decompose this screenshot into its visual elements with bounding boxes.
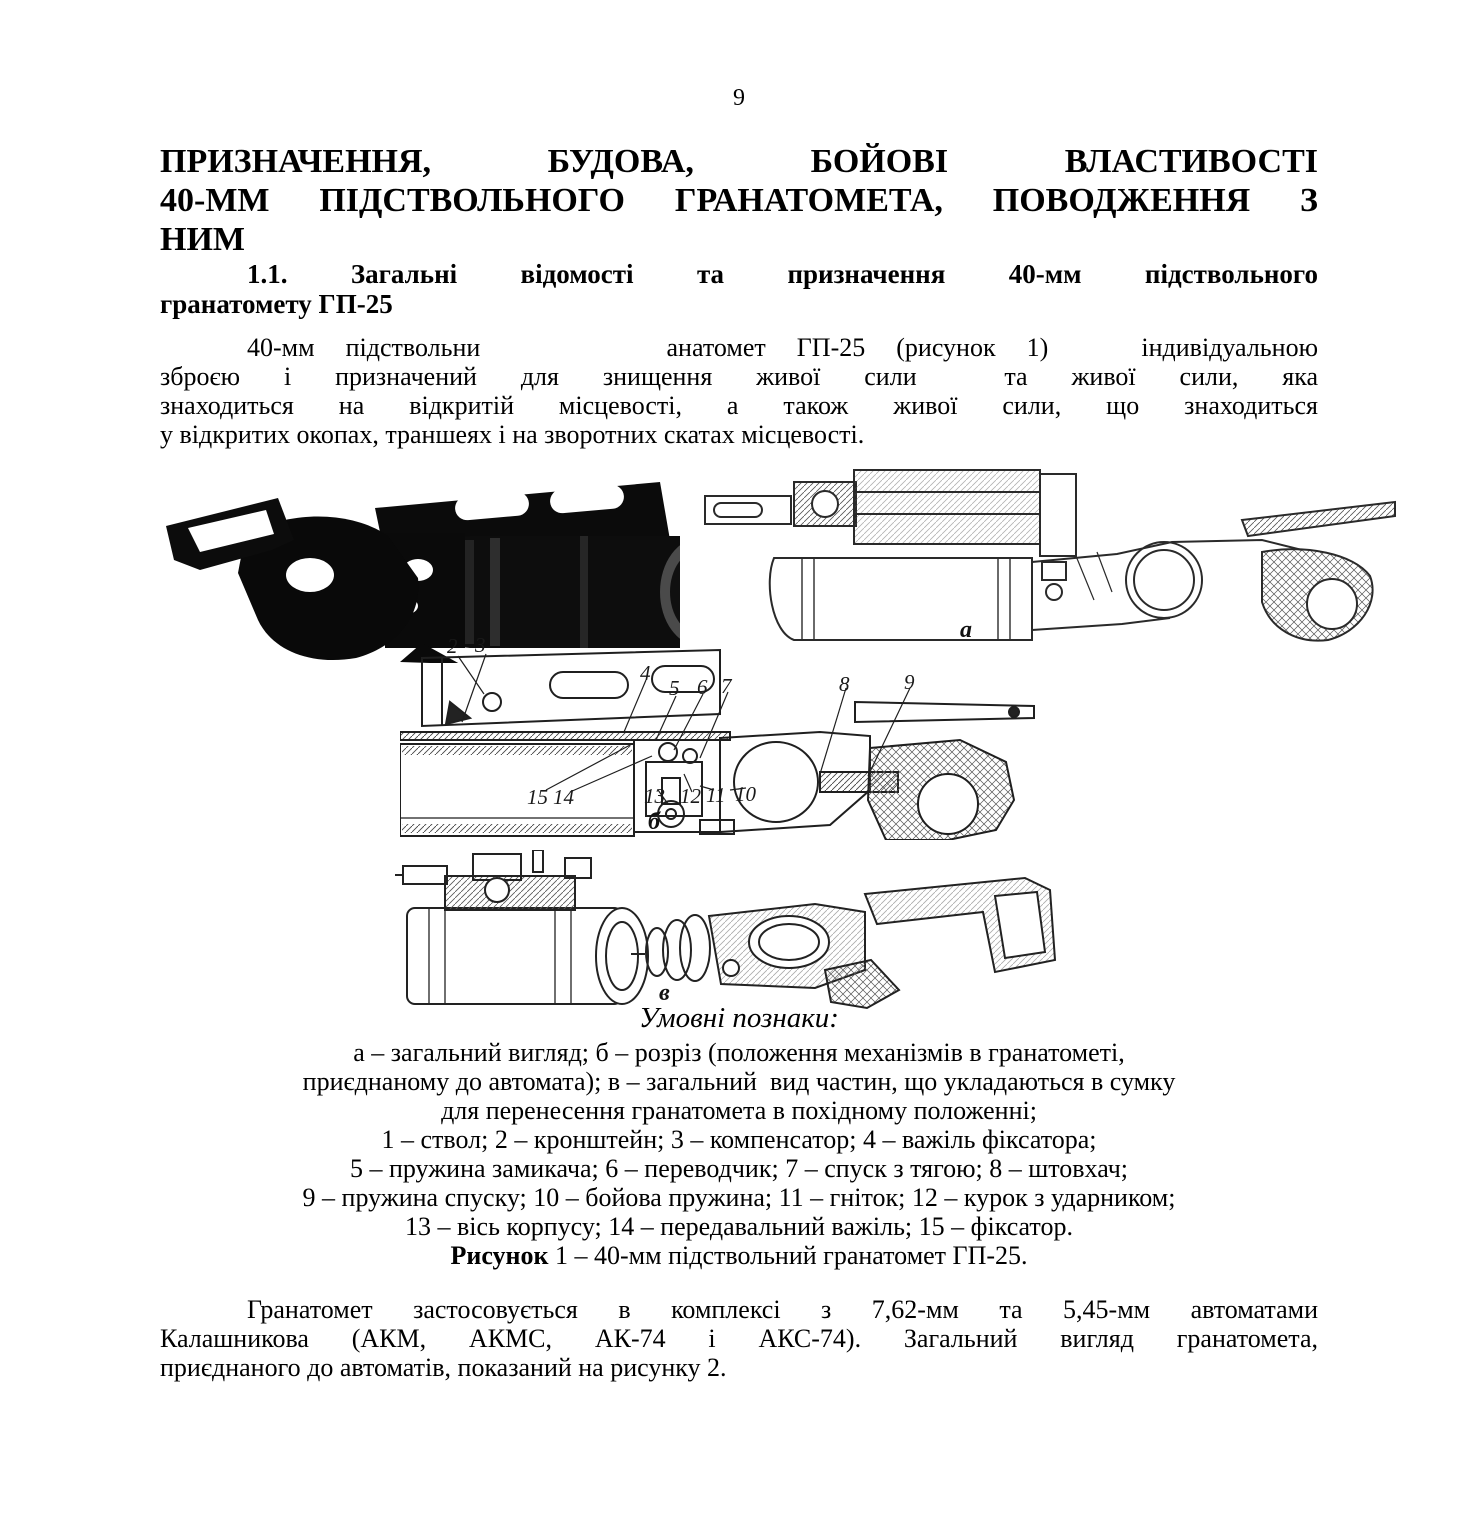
paragraph-line: 40-мм підствольни анатомет ГП-25 (рисуно… bbox=[247, 333, 1318, 362]
subfigure-label-v: в bbox=[659, 980, 670, 1006]
legend-line: 5 – пружина замикача; 6 – переводчик; 7 … bbox=[349, 1154, 1129, 1183]
callout-13: 13 bbox=[644, 784, 665, 808]
figure-caption-word: Рисунок bbox=[450, 1241, 549, 1270]
callout-8: 8 bbox=[839, 672, 850, 696]
section-heading-line: 1.1. Загальні відомості та призначення 4… bbox=[247, 259, 1318, 289]
paragraph-line: зброєю і призначений для знищення живої … bbox=[160, 362, 1318, 391]
paragraph-line: у відкритих окопах, траншеях і на зворот… bbox=[160, 420, 865, 449]
intro-paragraph: 40-мм підствольни анатомет ГП-25 (рисуно… bbox=[160, 333, 1318, 449]
callout-6: 6 bbox=[697, 675, 708, 699]
section-heading: 1.1. Загальні відомості та призначення 4… bbox=[160, 259, 1318, 319]
figure-legend: а – загальний вигляд; б – розріз (положе… bbox=[160, 1038, 1318, 1241]
section-heading-line: гранатомету ГП-25 bbox=[160, 289, 393, 319]
drawing-disassembled-parts bbox=[395, 850, 1057, 1010]
figure-caption: Рисунок 1 – 40-мм підствольний гранатоме… bbox=[160, 1241, 1318, 1270]
callout-3: 3 bbox=[475, 633, 486, 657]
drawing-general-view bbox=[704, 469, 1396, 642]
closing-paragraph: Гранатомет застосовується в комплексі з … bbox=[160, 1295, 1318, 1382]
callout-10: 10 bbox=[735, 782, 756, 806]
callout-12: 12 bbox=[680, 784, 701, 808]
legend-line: приєднаному до автомата); в – загальний … bbox=[302, 1067, 1176, 1096]
legend-line: для перенесення гранатомета в похідному … bbox=[441, 1096, 1037, 1125]
paragraph-line: Гранатомет застосовується в комплексі з … bbox=[247, 1295, 1318, 1324]
drawing-cutaway bbox=[400, 648, 1035, 840]
legend-line: а – загальний вигляд; б – розріз (положе… bbox=[353, 1038, 1125, 1067]
legend-title: Умовні познаки: bbox=[639, 1002, 839, 1034]
heading-line: НИМ bbox=[160, 221, 245, 258]
callout-11: 11 bbox=[706, 783, 726, 807]
subfigure-label-b: б bbox=[648, 809, 660, 835]
legend-line: 9 – пружина спуску; 10 – бойова пружина;… bbox=[302, 1183, 1176, 1212]
callout-9: 9 bbox=[904, 670, 915, 694]
callout-14: 14 bbox=[553, 785, 574, 809]
callout-4: 4 bbox=[640, 661, 651, 685]
heading-line: ПРИЗНАЧЕННЯ, БУДОВА, БОЙОВІ ВЛАСТИВОСТІ bbox=[160, 143, 1318, 180]
paragraph-line: знаходиться на відкритій місцевості, а т… bbox=[160, 391, 1318, 420]
callout-5: 5 bbox=[669, 676, 680, 700]
figure-caption-text: 1 – 40-мм підствольний гранатомет ГП-25. bbox=[548, 1241, 1028, 1270]
heading-line: 40-ММ ПІДСТВОЛЬНОГО ГРАНАТОМЕТА, ПОВОДЖЕ… bbox=[160, 182, 1318, 219]
legend-line: 1 – ствол; 2 – кронштейн; 3 – компенсато… bbox=[381, 1125, 1097, 1154]
chapter-heading: ПРИЗНАЧЕННЯ, БУДОВА, БОЙОВІ ВЛАСТИВОСТІ … bbox=[160, 142, 1318, 259]
text-column: 9 ПРИЗНАЧЕННЯ, БУДОВА, БОЙОВІ ВЛАСТИВОСТ… bbox=[160, 84, 1396, 1382]
grenade-launcher-photo bbox=[166, 482, 680, 663]
paragraph-line: приєднаного до автоматів, показаний на р… bbox=[160, 1353, 727, 1382]
figure-1: 2 3 4 5 6 7 8 9 15 14 13 12 11 10 а б в … bbox=[160, 449, 1396, 1038]
callout-7: 7 bbox=[721, 674, 732, 698]
callout-2: 2 bbox=[447, 634, 458, 658]
paragraph-line: Калашникова (АКМ, АКМС, АК-74 і АКС-74).… bbox=[160, 1324, 1318, 1353]
page-number: 9 bbox=[733, 85, 745, 111]
subfigure-label-a: а bbox=[960, 617, 972, 643]
callout-15: 15 bbox=[527, 785, 548, 809]
legend-line: 13 – вісь корпусу; 14 – передавальний ва… bbox=[405, 1212, 1073, 1241]
